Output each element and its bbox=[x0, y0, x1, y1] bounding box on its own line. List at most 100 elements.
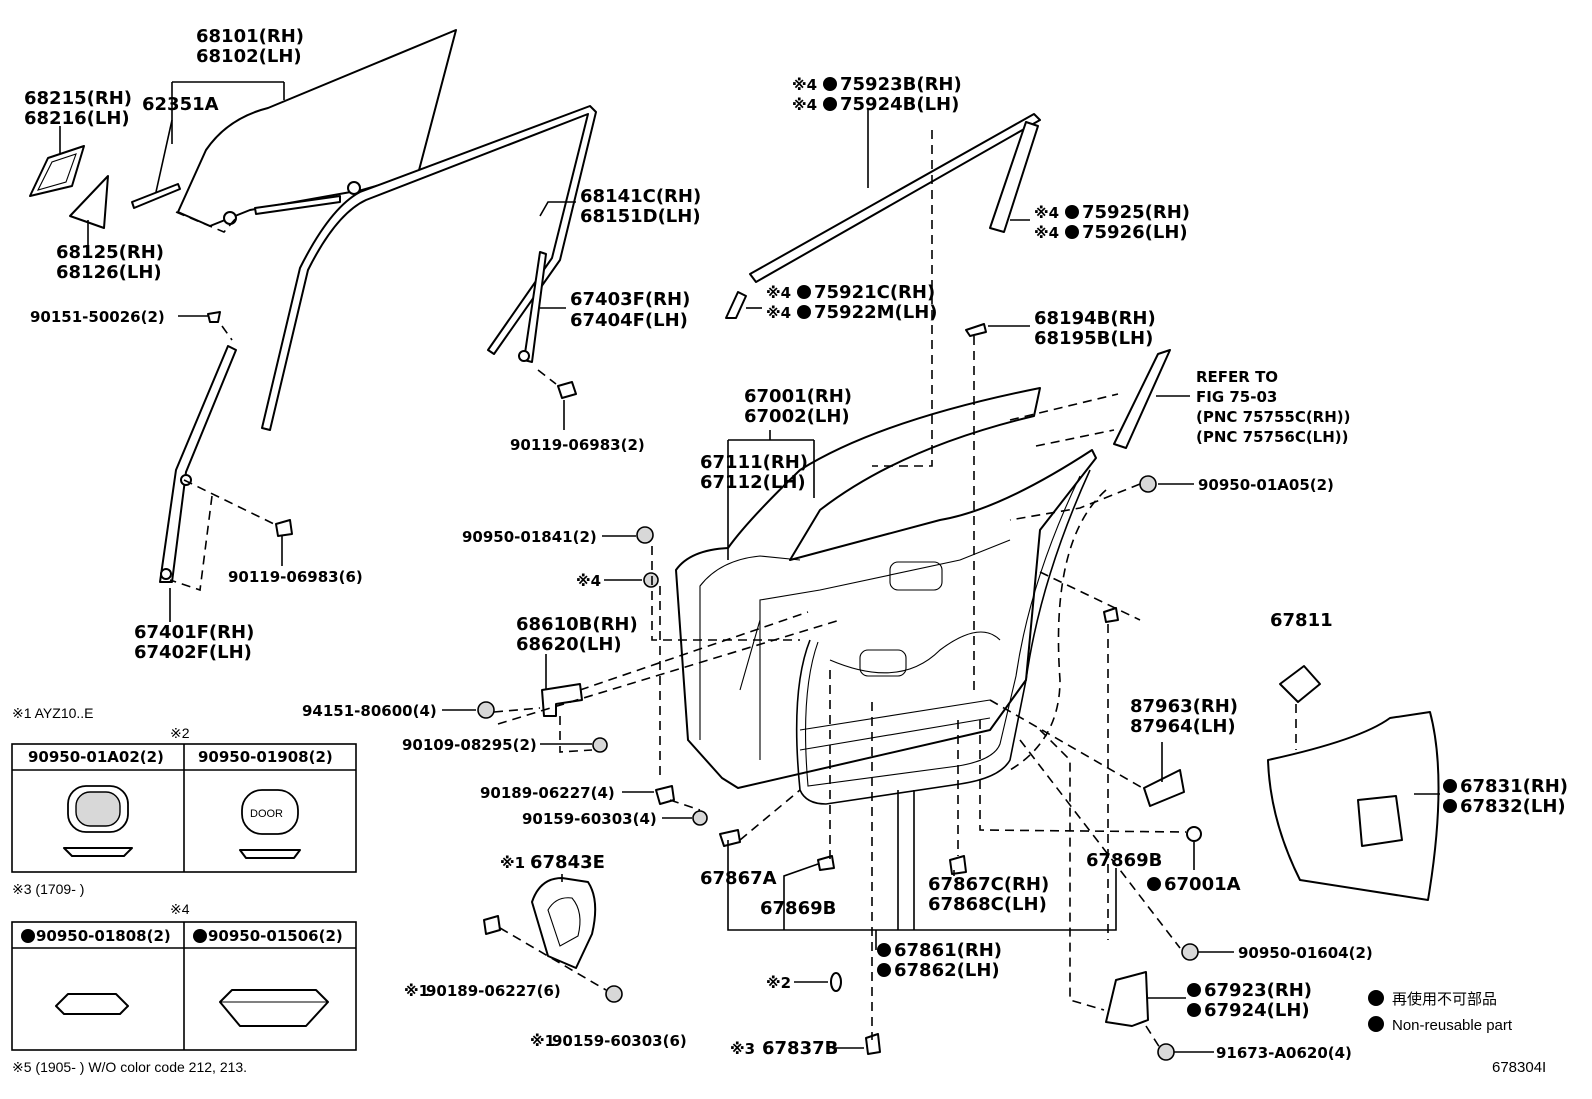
table2-grommet-icon-base bbox=[63, 847, 133, 857]
label-68151d: 68151D(LH) bbox=[580, 206, 701, 227]
label-67868c: 67868C(LH) bbox=[928, 894, 1047, 915]
table4-plug-icon-2 bbox=[219, 989, 329, 1027]
label-67837b: 67837B bbox=[762, 1038, 838, 1059]
door-inner-hole-b bbox=[859, 649, 907, 677]
bolt-90151 bbox=[207, 311, 221, 323]
refer-line-1: REFER TO bbox=[1196, 368, 1278, 386]
label-68101: 68101(RH) bbox=[196, 26, 304, 47]
clip-67869b-left bbox=[817, 855, 835, 871]
part-labels: 68101(RH) 68102(LH) 68215(RH) 68216(LH) … bbox=[24, 26, 1568, 1062]
table4-bullet-2 bbox=[193, 929, 207, 943]
label-91673: 91673-A0620(4) bbox=[1216, 1044, 1352, 1062]
refer-line-3: (PNC 75755C(RH)) bbox=[1196, 408, 1351, 426]
label-67402f: 67402F(LH) bbox=[134, 642, 252, 663]
label-67843e: 67843E bbox=[530, 852, 605, 873]
grommet-90950-01604 bbox=[1181, 943, 1199, 961]
door-glass-shape bbox=[177, 29, 457, 227]
triangle-piece-68125 bbox=[69, 175, 109, 229]
label-90159-6: 90159-60303(6) bbox=[552, 1032, 687, 1050]
run-channel-67401f bbox=[159, 345, 237, 583]
label-90119-upper: 90119-06983(2) bbox=[510, 436, 645, 454]
label-67001: 67001(RH) bbox=[744, 386, 852, 407]
bolt-90159 bbox=[692, 810, 708, 826]
bolt-90119-upper bbox=[557, 381, 577, 399]
clip-90189-06227-6 bbox=[483, 915, 501, 935]
label-67002: 67002(LH) bbox=[744, 406, 850, 427]
nut-94151 bbox=[477, 701, 495, 719]
label-75926: 75926(LH) bbox=[1082, 222, 1188, 243]
check-87963 bbox=[1143, 769, 1185, 807]
mark-75925: ※4 bbox=[1034, 204, 1059, 222]
label-67811 bbox=[1279, 665, 1321, 703]
corner-piece-68215 bbox=[29, 145, 85, 197]
bullet-67862 bbox=[877, 963, 891, 977]
clip-67869b-right bbox=[1103, 607, 1119, 623]
label-67112: 67112(LH) bbox=[700, 472, 806, 493]
label-67111: 67111(RH) bbox=[700, 452, 808, 473]
label-67869b-left: 67869B bbox=[760, 898, 836, 919]
legend: 再使用不可部品 Non-reusable part bbox=[1368, 990, 1513, 1034]
bumper-67001a bbox=[1186, 826, 1202, 842]
table2-door-icon-text: DOOR bbox=[250, 808, 283, 820]
mark-90159-6: ※1 bbox=[530, 1032, 555, 1050]
bullet-75924b bbox=[823, 97, 837, 111]
label-67831: 67831(RH) bbox=[1460, 776, 1568, 797]
note-2-title: ※2 bbox=[170, 725, 190, 741]
label-68102: 68102(LH) bbox=[196, 46, 302, 67]
legend-text-en: Non-reusable part bbox=[1392, 1017, 1513, 1034]
bolt-90119-lower bbox=[275, 519, 293, 537]
label-90151: 90151-50026(2) bbox=[30, 308, 165, 326]
mark-note2-plug: ※2 bbox=[766, 974, 791, 992]
table4-plug-icon-1 bbox=[55, 993, 129, 1015]
label-87963: 87963(RH) bbox=[1130, 696, 1238, 717]
bullet-67001a bbox=[1147, 877, 1161, 891]
label-68216: 68216(LH) bbox=[24, 108, 130, 129]
label-62351a: 62351A bbox=[142, 94, 219, 115]
label-67832: 67832(LH) bbox=[1460, 796, 1566, 817]
bullet-75921c bbox=[797, 285, 811, 299]
door-panel-67001 bbox=[675, 387, 1097, 789]
table4-bullet-1 bbox=[21, 929, 35, 943]
hook-67837b bbox=[865, 1033, 881, 1055]
note-1: ※1 AYZ10..E bbox=[12, 705, 94, 721]
label-75924b: 75924B(LH) bbox=[840, 94, 959, 115]
bullet-75923b bbox=[823, 77, 837, 91]
label-67869b-right: 67869B bbox=[1086, 850, 1162, 871]
bullet-75926 bbox=[1065, 225, 1079, 239]
label-68126: 68126(LH) bbox=[56, 262, 162, 283]
door-inner-line-c bbox=[829, 631, 1001, 674]
bullet-67832 bbox=[1443, 799, 1457, 813]
piece-75921c bbox=[725, 291, 747, 319]
strip-62351a bbox=[131, 183, 181, 209]
label-67923: 67923(RH) bbox=[1204, 980, 1312, 1001]
plug-note2 bbox=[830, 972, 842, 992]
clip-67867a bbox=[719, 829, 741, 847]
door-inner-line-b bbox=[759, 539, 1011, 760]
glass-channel-strip bbox=[254, 195, 341, 215]
garnish-75755c bbox=[1113, 349, 1171, 449]
mark-90189-6: ※1 bbox=[404, 982, 429, 1000]
label-94151: 94151-80600(4) bbox=[302, 702, 437, 720]
label-75922m: 75922M(LH) bbox=[814, 302, 938, 323]
moulding-75923b bbox=[749, 113, 1041, 283]
run-channel-clip bbox=[518, 350, 530, 362]
label-87964: 87964(LH) bbox=[1130, 716, 1236, 737]
label-90189-6: 90189-06227(6) bbox=[426, 982, 561, 1000]
label-67401f: 67401F(RH) bbox=[134, 622, 254, 643]
label-67867a: 67867A bbox=[700, 868, 777, 889]
bullet-67923 bbox=[1187, 983, 1201, 997]
garnish-75925 bbox=[989, 121, 1039, 233]
weatherstrip-67861-inner bbox=[804, 475, 1081, 787]
label-68610b: 68610B(RH) bbox=[516, 614, 638, 635]
label-68195b: 68195B(LH) bbox=[1034, 328, 1153, 349]
bullet-67831 bbox=[1443, 779, 1457, 793]
label-67404f: 67404F(LH) bbox=[570, 310, 688, 331]
mark-75924b: ※4 bbox=[792, 96, 817, 114]
notes-panel: ※1 AYZ10..E ※2 90950-01A02(2) 90950-0190… bbox=[11, 705, 357, 1075]
mark-75923b: ※4 bbox=[792, 76, 817, 94]
cover-67831 bbox=[1267, 711, 1440, 901]
label-68141c: 68141C(RH) bbox=[580, 186, 701, 207]
glass-bolt-a bbox=[223, 211, 237, 225]
label-67867c: 67867C(RH) bbox=[928, 874, 1049, 895]
note-5: ※5 (1905- ) W/O color code 212, 213. bbox=[12, 1059, 247, 1075]
